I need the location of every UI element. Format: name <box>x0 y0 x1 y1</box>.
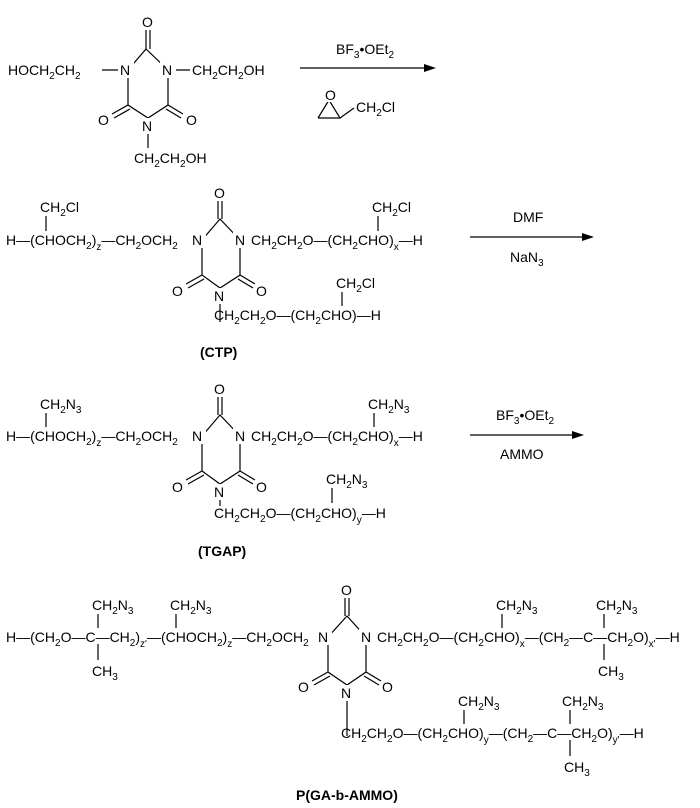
product-ring-n-right: N <box>361 629 371 645</box>
product-ring-n-bottom: N <box>341 685 351 701</box>
ctp-ring-n-left: N <box>192 232 202 248</box>
reagent-dmf: DMF <box>513 209 543 225</box>
oxygen-lower-left: O <box>98 112 109 128</box>
epichlorohydrin-ch2cl: CH2Cl <box>356 99 395 119</box>
ctp-molecule: CH2Cl H—(CHOCH2)z—CH2OCH2 N N N O O O CH… <box>6 185 423 360</box>
ctp-left-chain: H—(CHOCH2)z—CH2OCH2 <box>6 232 178 253</box>
tgap-molecule: CH2N3 H—(CHOCH2)z—CH2OCH2 N N N O O O CH… <box>6 381 423 559</box>
theic-right-arm: CH2CH2OH <box>192 62 265 82</box>
product-bottom-ga-pendant: CH2N3 <box>458 693 500 713</box>
ring-n-left: N <box>120 62 130 78</box>
product-bottom-ammo-ch3: CH3 <box>564 759 590 779</box>
reaction-arrow-1: BF3•OEt2 O CH2Cl <box>300 41 436 119</box>
tgap-oxygen-top: O <box>214 381 225 397</box>
tgap-left-pendant: CH2N3 <box>40 396 82 416</box>
tgap-ring-n-left: N <box>192 428 202 444</box>
tgap-bottom-pendant: CH2N3 <box>326 471 368 491</box>
product-ring-n-left: N <box>318 629 328 645</box>
reaction-arrow-3: BF3•OEt2 AMMO <box>470 407 584 462</box>
ctp-right-pendant: CH2Cl <box>372 199 411 219</box>
product-oxygen-top: O <box>341 582 352 598</box>
tgap-oxygen-lower-left: O <box>172 479 183 495</box>
ring-n-right: N <box>162 62 172 78</box>
carbonyl-ll-b <box>113 108 131 119</box>
reagent-nan3: NaN3 <box>510 249 544 269</box>
ctp-bottom-pendant: CH2Cl <box>336 275 375 295</box>
ctp-bottom-chain: CH2CH2O—(CH2CHO)—H <box>214 307 381 327</box>
tgap-bottom-chain: CH2CH2O—(CH2CHO)y—H <box>214 505 386 526</box>
reagent-ammo: AMMO <box>500 446 544 462</box>
ctp-oxygen-lower-left: O <box>172 283 183 299</box>
tgap-left-chain: H—(CHOCH2)z—CH2OCH2 <box>6 428 178 449</box>
oxygen-top: O <box>142 14 153 30</box>
tgap-right-chain: CH2CH2O—(CH2CHO)x—H <box>251 428 423 449</box>
reagent-bf3-1: BF3•OEt2 <box>336 41 394 61</box>
product-left-ammo-pendant: CH2N3 <box>92 597 134 617</box>
ctp-right-chain: CH2CH2O—(CH2CHO)x—H <box>251 232 423 253</box>
carbonyl-lr-b <box>165 108 182 119</box>
tgap-right-pendant: CH2N3 <box>368 396 410 416</box>
theic-bottom-arm: CH2CH2OH <box>134 150 207 170</box>
tgap-oxygen-lower-right: O <box>256 479 267 495</box>
product-left-ga-pendant: CH2N3 <box>170 597 212 617</box>
theic-molecule: N N N O O O HOCH2CH2 CH2CH2OH CH2CH2OH <box>8 14 265 170</box>
ctp-ring-n-right: N <box>235 232 245 248</box>
tgap-ring-n-bottom: N <box>214 484 224 500</box>
product-right-ga-pendant: CH2N3 <box>496 597 538 617</box>
ring-n-bottom: N <box>142 118 152 134</box>
product-bottom-chain: CH2CH2O—(CH2CHO)y—(CH2—C—CH2O)y'—H <box>341 725 644 746</box>
carbonyl-ll-a <box>111 104 129 115</box>
epoxide-ring <box>317 98 342 119</box>
reagent-bf3-2: BF3•OEt2 <box>496 407 554 427</box>
ctp-ring-n-bottom: N <box>214 288 224 304</box>
oxygen-lower-right: O <box>186 112 197 128</box>
ctp-oxygen-top: O <box>214 185 225 201</box>
ctp-oxygen-lower-right: O <box>256 283 267 299</box>
product-bottom-ammo-pendant: CH2N3 <box>562 693 604 713</box>
tgap-label: (TGAP) <box>198 543 246 559</box>
epoxide-oxygen: O <box>325 87 336 103</box>
product-left-ammo-ch3: CH3 <box>92 663 118 683</box>
product-right-ammo-ch3: CH3 <box>598 663 624 683</box>
carbonyl-lr-a <box>167 104 184 115</box>
ctp-label: (CTP) <box>200 344 237 360</box>
product-oxygen-lower-right: O <box>382 679 393 695</box>
product-oxygen-lower-left: O <box>298 679 309 695</box>
product-molecule: CH2N3 CH3 CH2N3 H—(CH2O—C—CH2)z'—(CHOCH2… <box>6 582 680 803</box>
tgap-ring-n-right: N <box>235 428 245 444</box>
reaction-arrow-2: DMF NaN3 <box>470 209 594 269</box>
product-right-chain: CH2CH2O—(CH2CHO)x—(CH2—C—CH2O)x'—H <box>377 629 680 650</box>
product-label: P(GA-b-AMMO) <box>296 787 398 803</box>
ctp-left-pendant: CH2Cl <box>40 199 79 219</box>
product-left-chain: H—(CH2O—C—CH2)z'—(CHOCH2)z—CH2OCH2 <box>6 629 309 650</box>
theic-left-arm: HOCH2CH2 <box>8 62 81 82</box>
product-right-ammo-pendant: CH2N3 <box>596 597 638 617</box>
epoxide-ch2-bond <box>339 107 355 119</box>
